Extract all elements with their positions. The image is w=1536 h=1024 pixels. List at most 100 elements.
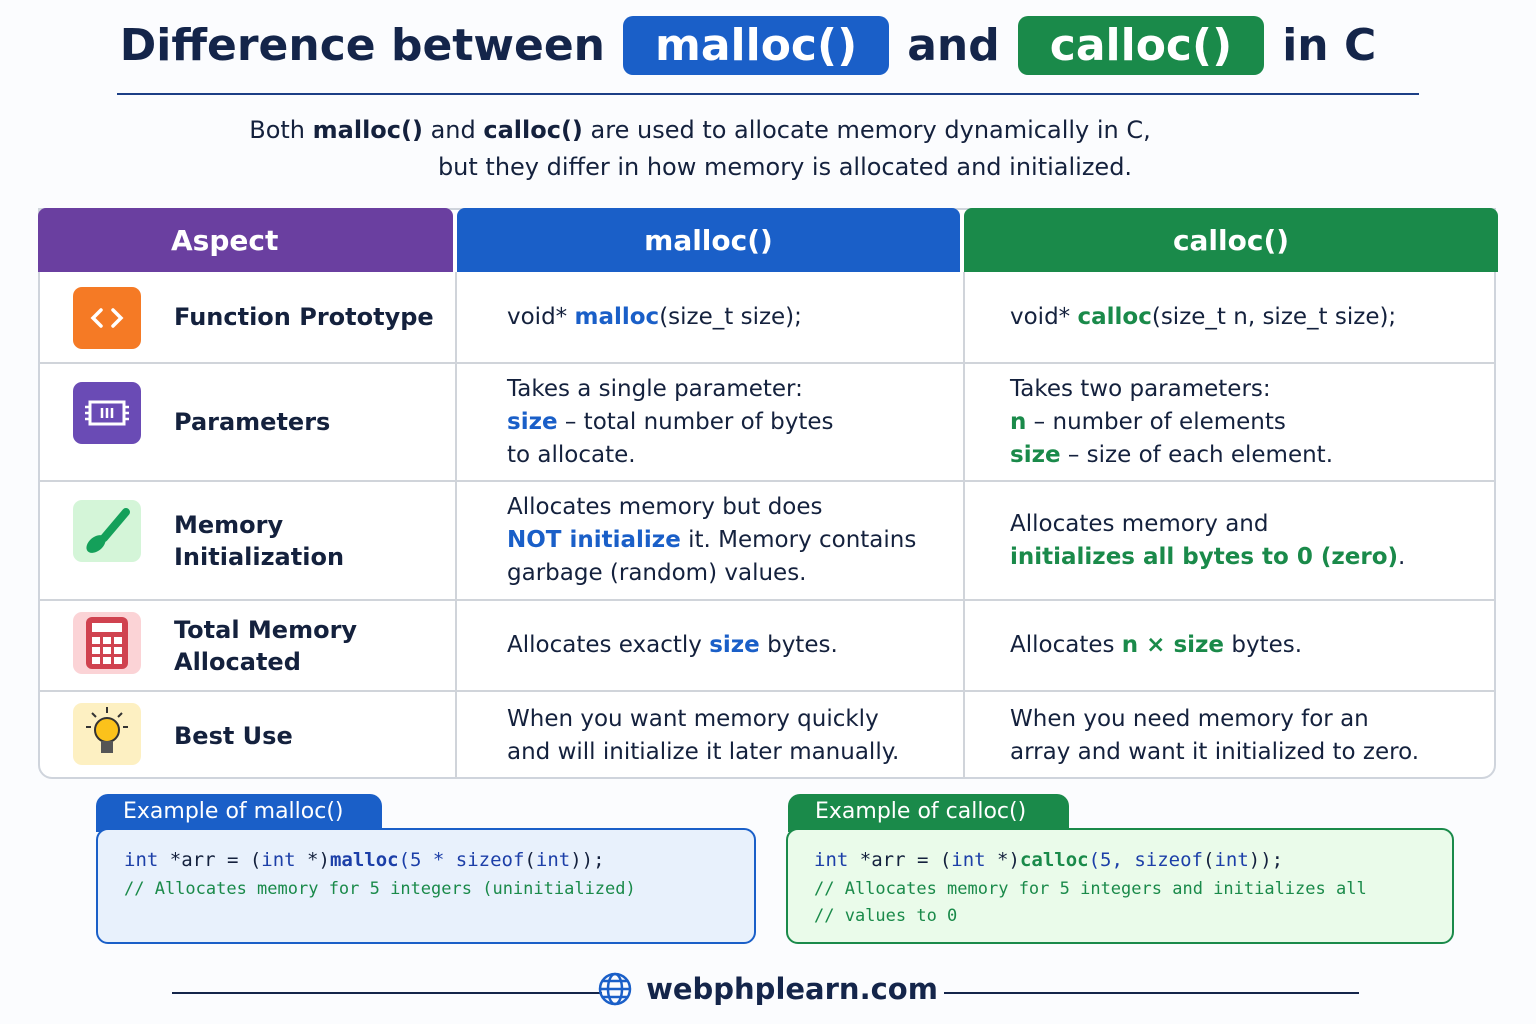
text: – size of each element. [1060, 441, 1334, 468]
malloc-cell: void* malloc(size_t size); [455, 272, 963, 362]
footer-line-right [944, 992, 1359, 994]
calloc-cell: void* calloc(size_t n, size_t size); [963, 272, 1494, 362]
text: calloc [1077, 303, 1152, 330]
intro-text: Both malloc() and calloc() are used to a… [0, 112, 1400, 186]
code: ( [524, 849, 536, 871]
page-title: Difference between malloc() and calloc()… [0, 16, 1536, 75]
code: malloc [329, 849, 399, 871]
table-row: Best Use When you want memory quickly and… [40, 690, 1494, 779]
code: int [951, 849, 986, 871]
lightbulb-icon [73, 703, 141, 765]
text: and will initialize it later manually. [507, 738, 900, 765]
text: When you want memory quickly [507, 705, 879, 732]
code: calloc [1019, 849, 1089, 871]
intro-text-part: are used to allocate memory dynamically … [582, 116, 1151, 144]
text: to allocate. [507, 441, 636, 468]
text: it. Memory contains [680, 527, 917, 553]
code: *arr = ( [848, 849, 952, 871]
text: n × size [1121, 632, 1225, 658]
comparison-table: Aspect malloc() calloc() Function Protot… [38, 208, 1498, 779]
title-suffix: in C [1282, 20, 1377, 71]
calculator-icon [73, 612, 141, 674]
malloc-cell: Takes a single parameter: size – total nu… [455, 364, 963, 480]
text: size [1010, 441, 1061, 468]
aspect-label: Memory Initialization [174, 510, 345, 571]
code: int [261, 849, 296, 871]
code: (5 * [398, 849, 456, 871]
code: int [535, 849, 571, 871]
code: int [124, 849, 159, 871]
header-malloc: malloc() [457, 208, 960, 272]
calloc-example-code: int *arr = (int *)calloc(5, sizeof(int))… [786, 828, 1454, 944]
brush-icon [73, 500, 141, 562]
text: malloc [574, 303, 660, 330]
calloc-cell: Takes two parameters: n – number of eleme… [963, 364, 1494, 480]
malloc-example-label: Example of malloc() [96, 794, 382, 832]
intro-text-part: malloc() [312, 116, 423, 144]
aspect-label: Function Prototype [174, 303, 434, 331]
text: (size_t size); [659, 303, 802, 330]
text: void* [1010, 303, 1078, 330]
code-comment: // values to 0 [814, 906, 958, 926]
code: )); [570, 849, 605, 871]
aspect-label: Parameters [174, 408, 331, 436]
text: Allocates [1010, 632, 1122, 658]
header-calloc: calloc() [964, 208, 1498, 272]
text: void* [507, 303, 575, 330]
chip-icon [73, 382, 141, 444]
text: – total number of bytes [557, 408, 834, 435]
text: garbage (random) values. [507, 560, 807, 586]
malloc-cell: When you want memory quickly and will ini… [455, 692, 963, 779]
text: Allocates exactly [507, 632, 710, 658]
aspect-label: Best Use [174, 721, 293, 750]
text: – number of elements [1026, 408, 1286, 435]
title-prefix: Difference between [119, 20, 605, 71]
code: int [814, 849, 849, 871]
text: (size_t n, size_t size); [1151, 303, 1397, 330]
text: size [507, 408, 558, 435]
text: Takes a single parameter: [507, 375, 803, 402]
calloc-example-label: Example of calloc() [788, 794, 1069, 832]
text: bytes. [759, 632, 838, 658]
table-row: Function Prototype void* malloc(size_t s… [40, 272, 1494, 362]
code-comment: // Allocates memory for 5 integers (unin… [124, 879, 636, 899]
text: . [1398, 543, 1406, 570]
title-and: and [907, 20, 1000, 71]
text: Takes two parameters: [1010, 375, 1271, 402]
header-aspect: Aspect [38, 208, 453, 272]
text: Total Memory [174, 615, 358, 644]
footer-line-left [172, 992, 602, 994]
text: initializes all bytes to 0 (zero) [1010, 543, 1399, 570]
intro-text-part: calloc() [483, 116, 583, 144]
code-icon [73, 287, 141, 349]
text: When you need memory for an [1010, 705, 1369, 732]
text: Allocated [174, 647, 301, 676]
calloc-cell: When you need memory for an array and wan… [963, 692, 1494, 779]
code: )); [1248, 849, 1284, 871]
intro-text-part: and [422, 116, 484, 144]
title-divider [117, 93, 1419, 95]
text: array and want it initialized to zero. [1010, 738, 1420, 765]
code: sizeof [455, 849, 525, 871]
code: sizeof [1134, 849, 1203, 871]
code: int [1214, 849, 1249, 871]
footer: webphplearn.com [0, 972, 1536, 1006]
malloc-example-code: int *arr = (int *)malloc(5 * sizeof(int)… [96, 828, 756, 944]
malloc-pill: malloc() [623, 16, 890, 75]
text: n [1010, 408, 1027, 435]
table-row: Parameters Takes a single parameter: size… [40, 362, 1494, 480]
footer-site[interactable]: webphplearn.com [646, 972, 938, 1006]
code: *) [985, 849, 1020, 871]
code: ( [1202, 849, 1215, 871]
malloc-cell: Allocates exactly size bytes. [455, 601, 963, 690]
text: Allocates memory but does [507, 494, 823, 520]
text: bytes. [1224, 632, 1303, 658]
text: size [709, 632, 760, 658]
globe-icon [598, 972, 632, 1006]
table-row: Memory Initialization Allocates memory b… [40, 480, 1494, 599]
code-comment: // Allocates memory for 5 integers and i… [814, 879, 1367, 899]
code: *) [295, 849, 330, 871]
